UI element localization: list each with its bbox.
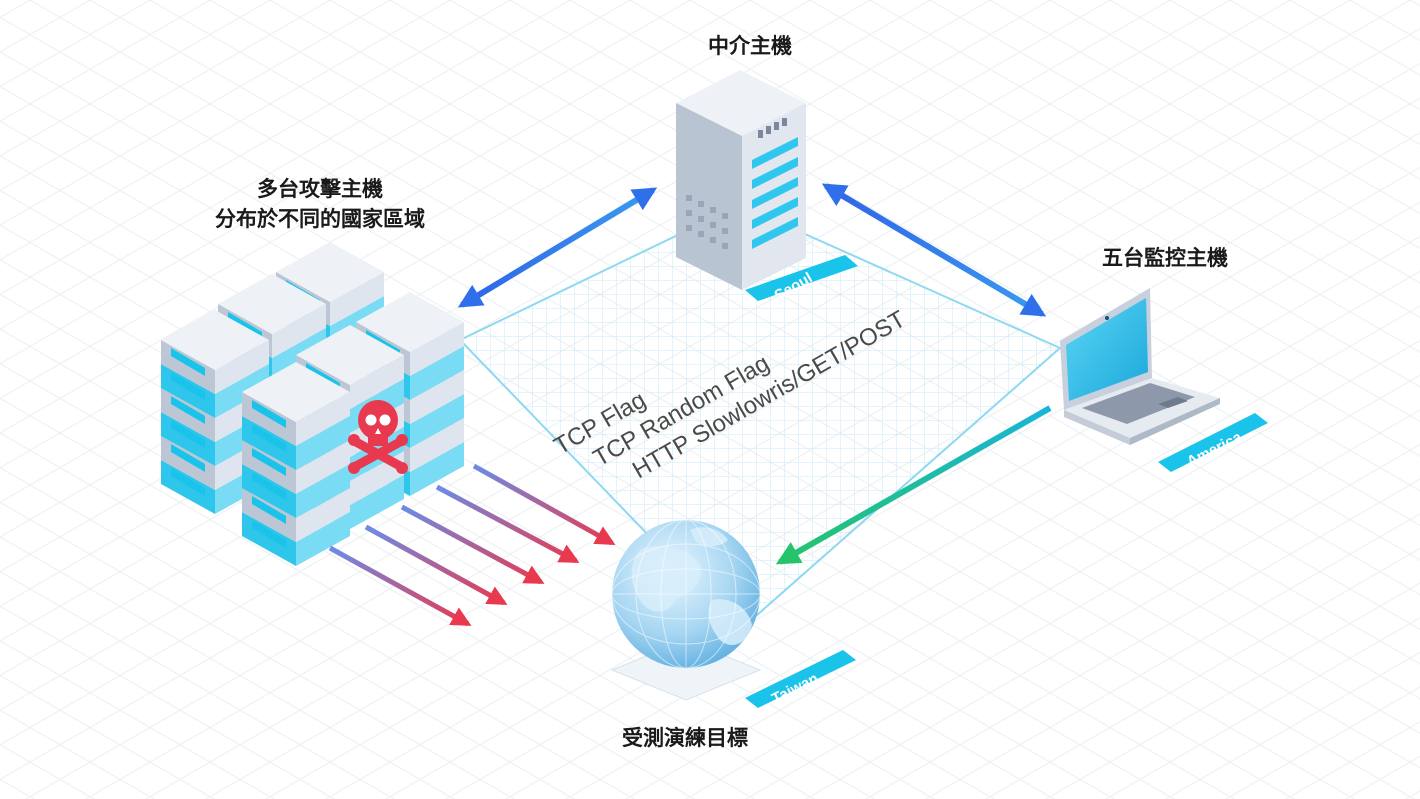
- server-tower-icon: [676, 70, 806, 290]
- monitors-label: 五台監控主機: [1102, 246, 1228, 270]
- server-rack-cluster-icon: [161, 242, 464, 566]
- link-arrow-relay-monitors: [821, 183, 1047, 317]
- link-arrow-attackers-relay: [457, 187, 658, 308]
- globe-icon: [610, 520, 762, 701]
- attackers-label-line1: 多台攻擊主機: [257, 177, 383, 201]
- skull-crossbones-icon: [348, 400, 408, 474]
- attackers-label-line2: 分布於不同的國家區域: [215, 207, 425, 231]
- server-stack-front: [242, 362, 350, 566]
- monitor-arrow: [775, 405, 1052, 565]
- server-stack-left: [161, 310, 269, 514]
- attack-arrows: [328, 463, 616, 627]
- relay-label: 中介主機: [708, 34, 792, 58]
- laptop-icon: [1060, 288, 1220, 445]
- target-label: 受測演練目標: [622, 726, 748, 750]
